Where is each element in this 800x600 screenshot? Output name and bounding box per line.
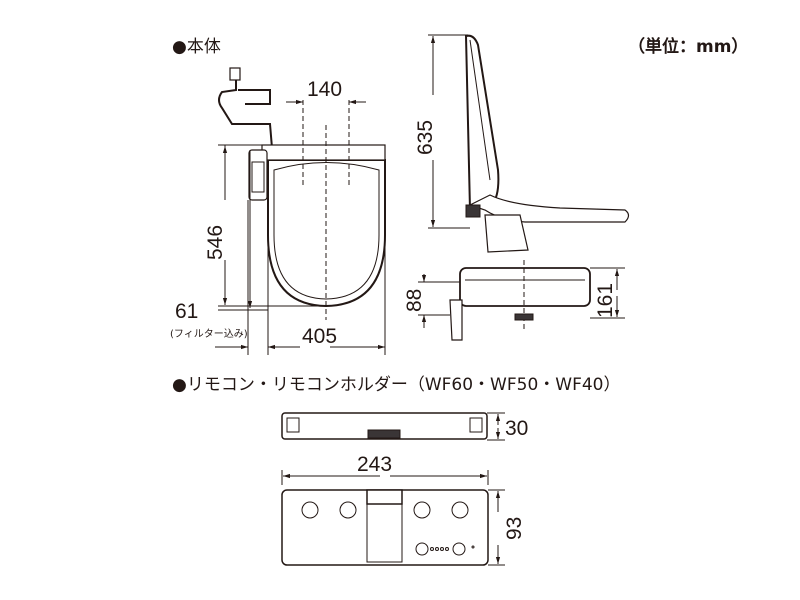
dim-93: 93	[503, 517, 526, 540]
heading-body: ●本体	[172, 37, 221, 57]
dim-405: 405	[302, 325, 337, 348]
filter-note: (フィルター込み)	[170, 328, 248, 340]
heading-remote: ●リモコン・リモコンホルダー（WF60・WF50・WF40）	[172, 375, 621, 395]
dim-61: 61	[175, 300, 198, 323]
dim-161: 161	[594, 283, 617, 318]
remote-top-view	[281, 412, 488, 440]
front-view-seat	[218, 67, 386, 320]
dim-88: 88	[403, 289, 426, 312]
remote-button	[451, 501, 469, 519]
dim-243: 243	[357, 453, 392, 476]
dim-546: 546	[204, 225, 227, 260]
seat-hinge	[261, 144, 386, 161]
remote-button	[301, 501, 319, 519]
remote-button	[339, 501, 357, 519]
dim-140: 140	[307, 78, 342, 101]
rear-body	[459, 267, 591, 307]
remote-front-view	[281, 489, 489, 566]
remote-button	[413, 501, 431, 519]
water-pipe	[218, 75, 273, 149]
base-unit	[484, 214, 529, 253]
side-view-seat	[464, 34, 630, 253]
dim-635: 635	[414, 120, 437, 155]
unit-label: （単位：mm）	[628, 36, 748, 57]
rear-view-seat	[449, 260, 591, 341]
dim-30: 30	[505, 417, 528, 440]
